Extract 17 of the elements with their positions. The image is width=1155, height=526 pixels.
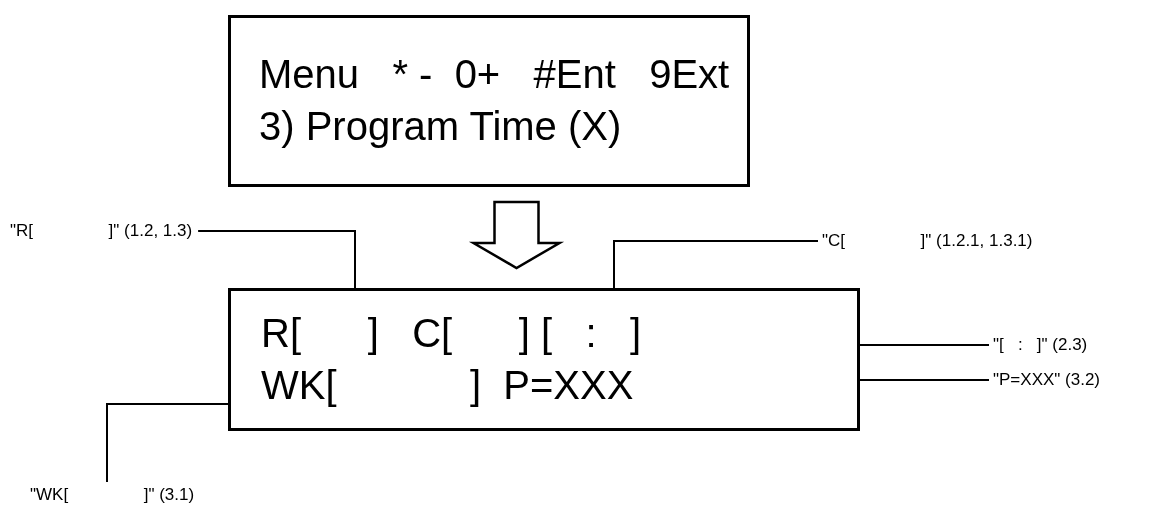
block-arrow	[468, 200, 565, 270]
leader-line	[106, 403, 229, 483]
callout-label: "C[ ]" (1.2.1, 1.3.1)	[822, 231, 1033, 251]
display-text-line: Menu * - 0+ #Ent 9Ext	[259, 51, 730, 98]
callout-label: "[ : ]" (2.3)	[993, 335, 1088, 355]
display-text-line: WK[ ] P=XXX	[261, 362, 634, 409]
display-screen-box	[228, 15, 750, 187]
display-text-line: 3) Program Time (X)	[259, 103, 622, 150]
leader-line	[613, 240, 819, 289]
leader-line	[859, 379, 990, 381]
callout-label: "WK[ ]" (3.1)	[30, 485, 195, 505]
callout-label: "R[ ]" (1.2, 1.3)	[10, 221, 193, 241]
display-text-line: R[ ] C[ ] [ : ]	[261, 310, 642, 357]
callout-label: "P=XXX" (3.2)	[993, 370, 1101, 390]
leader-line	[197, 230, 356, 289]
leader-line	[859, 344, 990, 346]
display-screen-box	[228, 288, 860, 431]
